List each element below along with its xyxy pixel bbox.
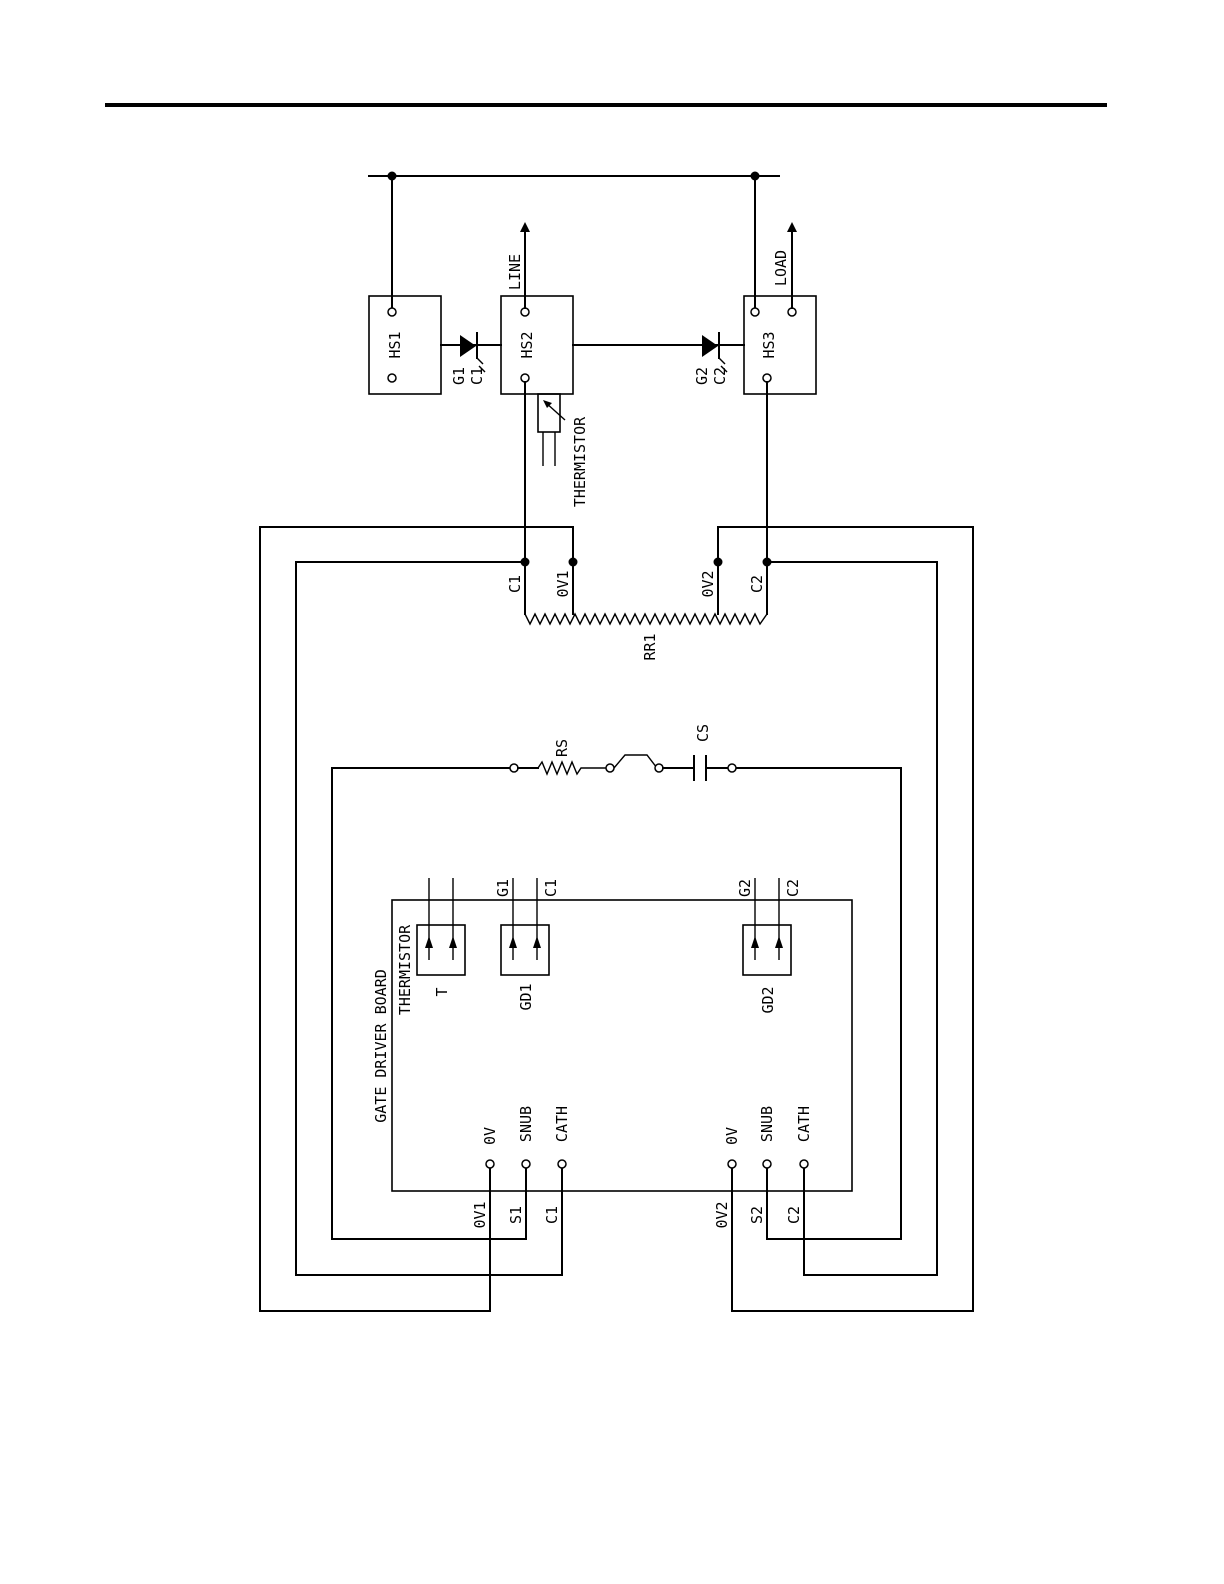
gate-driver-board-label: GATE DRIVER BOARD xyxy=(372,969,390,1123)
b2-0v-label: 0V xyxy=(723,1127,741,1145)
hs3-label: HS3 xyxy=(760,331,778,358)
heatsink-hs1: HS1 xyxy=(369,296,441,394)
scr2-g2-label: G2 xyxy=(693,367,711,385)
connector-gd2: G2 C2 GD2 xyxy=(736,878,802,1014)
heatsink-hs2: HS2 LINE xyxy=(501,222,573,394)
top-bus xyxy=(369,172,779,313)
hs1-label: HS1 xyxy=(386,331,404,358)
wire-labels: 0V1 S1 C1 0V2 S2 C2 xyxy=(471,1201,803,1228)
line-label: LINE xyxy=(506,254,524,290)
b1-0v-label: 0V xyxy=(481,1127,499,1145)
t-arrow-icon-1 xyxy=(425,936,433,948)
scr1-g1-label: G1 xyxy=(450,367,468,385)
gd2-label: GD2 xyxy=(759,986,777,1013)
board-thermistor-label: THERMISTOR xyxy=(396,924,414,1015)
rr1-0v1-label: 0V1 xyxy=(554,570,572,597)
connector-t: T xyxy=(417,878,465,997)
gd1-label: GD1 xyxy=(517,983,535,1010)
b2-snub-label: SNUB xyxy=(758,1106,776,1142)
resistor-rr1: C1 0V1 0V2 C2 RR1 xyxy=(506,558,772,661)
gd1-arrow-icon-2 xyxy=(533,936,541,948)
load-arrow-icon xyxy=(787,222,797,232)
rr1-c1-label: C1 xyxy=(506,575,524,593)
wire-c2-label: C2 xyxy=(785,1206,803,1224)
b1-cath-label: CATH xyxy=(553,1106,571,1142)
wire-s1-label: S1 xyxy=(507,1206,525,1224)
gd2-c2-label: C2 xyxy=(784,879,802,897)
rr1-c2-label: C2 xyxy=(748,575,766,593)
snubber-rs-cs: RS CS xyxy=(510,724,736,780)
rr1-label: RR1 xyxy=(641,633,659,660)
gd2-arrow-icon-1 xyxy=(751,936,759,948)
gate-driver-board: GATE DRIVER BOARD THERMISTOR T G1 C1 GD1 xyxy=(372,878,852,1191)
scr2-triangle-icon xyxy=(702,335,718,357)
rr1-0v2-label: 0V2 xyxy=(699,570,717,597)
wire-0v1-label: 0V1 xyxy=(471,1201,489,1228)
heatsink-thermistor: THERMISTOR xyxy=(538,394,589,507)
cs-label: CS xyxy=(694,724,712,742)
b2-cath-label: CATH xyxy=(795,1106,813,1142)
rs-label: RS xyxy=(553,739,571,757)
gd1-g1-label: G1 xyxy=(494,879,512,897)
scr-2: G2 C2 xyxy=(573,333,744,385)
rr1-zigzag xyxy=(525,614,767,624)
connector-gd1: G1 C1 GD1 xyxy=(494,878,560,1011)
scr1-c1-label: C1 xyxy=(468,367,486,385)
t-arrow-icon-2 xyxy=(449,936,457,948)
rs-zigzag xyxy=(538,762,606,774)
gd2-g2-label: G2 xyxy=(736,879,754,897)
wire-0v2-label: 0V2 xyxy=(713,1201,731,1228)
hs2-label: HS2 xyxy=(518,331,536,358)
scr-1: G1 C1 xyxy=(441,333,501,385)
t-label: T xyxy=(433,987,451,996)
gd1-arrow-icon-1 xyxy=(509,936,517,948)
b1-snub-label: SNUB xyxy=(517,1106,535,1142)
board-terminals-1: 0V SNUB CATH xyxy=(481,1106,571,1168)
fuse-link xyxy=(614,755,657,768)
load-label: LOAD xyxy=(772,250,790,286)
wire-c1-label: C1 xyxy=(543,1206,561,1224)
scr2-c2-label: C2 xyxy=(711,367,729,385)
wire-s2-label: S2 xyxy=(748,1206,766,1224)
wire-harness-loops xyxy=(260,527,973,1311)
gd2-arrow-icon-2 xyxy=(775,936,783,948)
board-terminals-2: 0V SNUB CATH xyxy=(723,1106,813,1168)
scr1-triangle-icon xyxy=(460,335,476,357)
gd1-c1-label: C1 xyxy=(542,879,560,897)
line-arrow-icon xyxy=(520,222,530,232)
thermistor-label: THERMISTOR xyxy=(571,416,589,507)
